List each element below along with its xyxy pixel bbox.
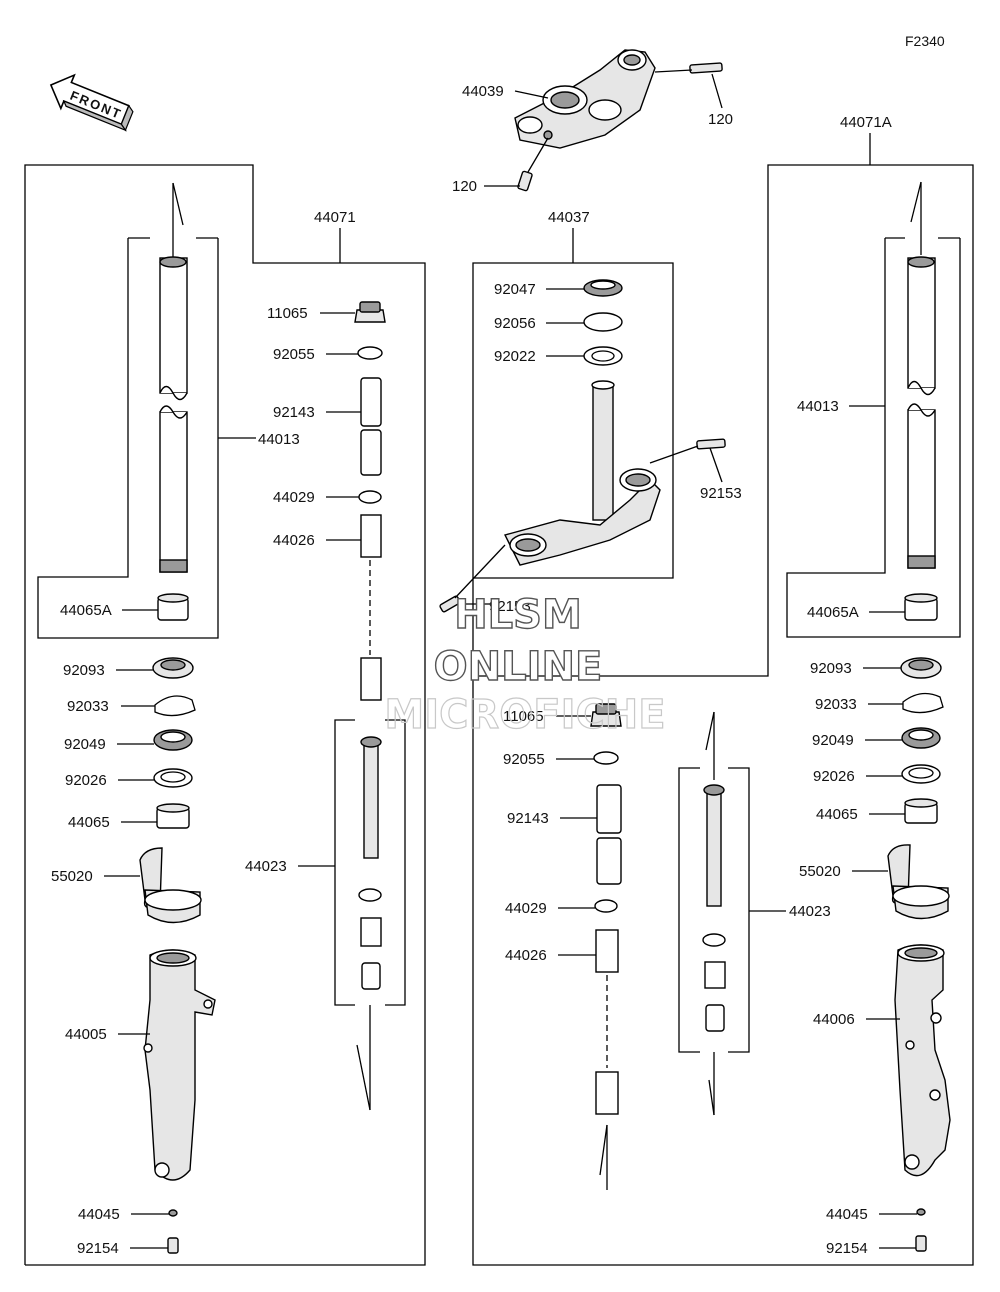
right-inner-tube <box>907 181 936 569</box>
label-92056: 92056 <box>494 315 536 332</box>
label-92055-left: 92055 <box>273 346 315 363</box>
label-92153-a: 92153 <box>700 485 742 502</box>
right-damper-internals <box>590 703 726 1190</box>
label-92055-right: 92055 <box>503 751 545 768</box>
label-44029-right: 44029 <box>505 900 547 917</box>
left-inner-tube <box>159 182 188 573</box>
label-92033-left: 92033 <box>67 698 109 715</box>
label-44065-left: 44065 <box>68 814 110 831</box>
label-44029-left: 44029 <box>273 489 315 506</box>
label-44039: 44039 <box>462 83 504 100</box>
label-44071: 44071 <box>314 209 356 226</box>
watermark: HLSM ONLINE MICROFICHE <box>384 591 666 738</box>
watermark-line-2: ONLINE <box>434 644 603 690</box>
label-55020-left: 55020 <box>51 868 93 885</box>
label-44026-left: 44026 <box>273 532 315 549</box>
label-44013-right: 44013 <box>797 398 839 415</box>
part-labels: 44039 120 120 44071A 44071 44037 11065 9… <box>51 83 892 1257</box>
front-arrow-icon: FRONT <box>49 73 134 132</box>
label-44065-right: 44065 <box>816 806 858 823</box>
label-44045-right: 44045 <box>826 1206 868 1223</box>
left-outer-tube <box>143 949 216 1254</box>
leader-lines <box>104 73 917 1249</box>
label-92153-b: 92153 <box>489 598 531 615</box>
label-92093-left: 92093 <box>63 662 105 679</box>
assembly-frames <box>24 133 974 1266</box>
figure-code: F2340 <box>905 33 945 49</box>
label-120-b: 120 <box>452 178 477 195</box>
watermark-line-1: HLSM <box>454 592 582 638</box>
label-92154-right: 92154 <box>826 1240 868 1257</box>
label-44005: 44005 <box>65 1026 107 1043</box>
label-92143-left: 92143 <box>273 404 315 421</box>
label-44037: 44037 <box>548 209 590 226</box>
label-92154-left: 92154 <box>77 1240 119 1257</box>
label-44065A-left: 44065A <box>60 602 112 619</box>
right-fork-spring <box>595 929 619 1115</box>
label-92143-right: 92143 <box>507 810 549 827</box>
label-44006: 44006 <box>813 1011 855 1028</box>
right-fork-seals <box>900 593 944 824</box>
steering-stem-parts <box>583 279 623 366</box>
label-92026-right: 92026 <box>813 768 855 785</box>
label-92093-right: 92093 <box>810 660 852 677</box>
lower-triple-clamp <box>439 380 726 613</box>
label-44045-left: 44045 <box>78 1206 120 1223</box>
label-55020-right: 55020 <box>799 863 841 880</box>
label-44026-right: 44026 <box>505 947 547 964</box>
label-11065-right: 11065 <box>503 708 544 725</box>
label-44071A: 44071A <box>840 114 892 131</box>
label-92033-right: 92033 <box>815 696 857 713</box>
label-11065-left: 11065 <box>267 305 308 322</box>
label-92022: 92022 <box>494 348 536 365</box>
left-fork-guard <box>139 847 202 924</box>
label-92026-left: 92026 <box>65 772 107 789</box>
label-92049-left: 92049 <box>64 736 106 753</box>
label-44023-right: 44023 <box>789 903 831 920</box>
label-44023-left: 44023 <box>245 858 287 875</box>
label-44065A-right: 44065A <box>807 604 859 621</box>
upper-triple-clamp <box>514 49 723 192</box>
label-44013-left: 44013 <box>258 431 300 448</box>
right-outer-tube <box>894 944 951 1252</box>
label-92049-right: 92049 <box>812 732 854 749</box>
left-fork-seals <box>152 593 196 829</box>
right-fork-guard <box>887 844 950 920</box>
label-120-a: 120 <box>708 111 733 128</box>
left-fork-spring <box>360 514 382 701</box>
left-damper-internals <box>354 301 386 1111</box>
label-92047: 92047 <box>494 281 536 298</box>
watermark-line-3: MICROFICHE <box>384 692 665 738</box>
